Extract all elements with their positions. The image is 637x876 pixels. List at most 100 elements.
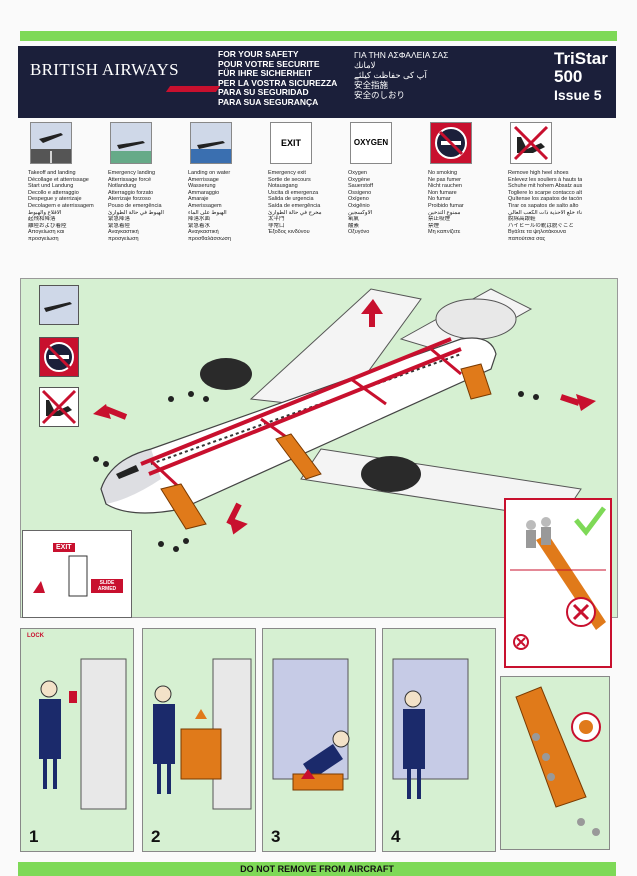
caption-line: Proibido fumar — [428, 202, 464, 209]
safety-line: PER LA VOSTRA SICUREZZA — [218, 77, 338, 88]
slide-raft-instruction — [500, 676, 610, 850]
caption-line: Enlevez les souliers à hauts talons — [508, 176, 582, 183]
caption-line: Emergency landing — [108, 170, 156, 176]
caption-line: الأوكسجين — [348, 209, 373, 216]
water-landing-icon — [190, 122, 232, 164]
oxygen-sign-icon: OXYGEN — [350, 122, 392, 164]
caption-line: Amerrissage — [188, 176, 219, 183]
caption-line: Notlandung — [108, 183, 137, 190]
model-name: TriStar — [554, 49, 608, 68]
high-heel-shoe-icon — [510, 122, 552, 164]
caption-line: Quítense los zapatos de tacón — [508, 196, 582, 203]
caption-line: Amaraje — [188, 196, 209, 203]
caption-line: Atterraggio forzato — [108, 189, 154, 196]
no-smoking-icon — [430, 122, 472, 164]
brand-name: BRITISH AIRWAYS — [30, 60, 179, 79]
exit-door-inset: EXIT SLIDE ARMED — [22, 530, 132, 618]
lock-tag: LOCK — [27, 633, 44, 639]
caption-line: προσγείωση — [28, 235, 59, 242]
caption-line: Απογείωση και — [28, 229, 65, 236]
caption-line: Οξυγόνο — [348, 229, 370, 236]
caption-line: Décollage et atterrissage — [28, 176, 89, 183]
step-3-illustration — [272, 658, 350, 791]
caption-line: Notausgang — [268, 183, 298, 190]
side-no-smoking-icon — [39, 337, 79, 377]
takeoff-icon — [30, 122, 72, 164]
caption-line: Sortie de secours — [268, 176, 311, 183]
caption-line: الهبوط على الماء — [188, 209, 227, 216]
caption-line: 降落水面 — [188, 216, 211, 223]
caption-line: 禁止吸煙 — [428, 216, 451, 223]
caption-line: Oxigênio — [348, 202, 370, 209]
top-green-bar — [20, 31, 617, 41]
caption-line: Pouso de emergência — [108, 202, 162, 209]
translated-line: 安全指施 — [354, 80, 389, 90]
caption-line: Oxygen — [348, 170, 367, 176]
step-2-illustration — [153, 658, 252, 810]
caption-line: Tirar os sapatos de salto alto — [508, 202, 579, 209]
translated-line: لامانك — [354, 60, 376, 70]
caption-line: Βγάλτε τα ψηλοτάκουνα — [508, 229, 566, 236]
caption-line: Μη καπνίζετε — [428, 229, 461, 236]
side-emergency-landing-icon — [39, 285, 79, 325]
translated-line: ΓΙΑ ΤΗΝ ΑΣΦΑΛΕΙΑ ΣΑΣ — [354, 50, 449, 60]
aircraft-model: TriStar 500 Issue 5 — [554, 50, 608, 104]
caption-line: Sauerstoff — [348, 183, 373, 190]
inset-slide-armed-warning: SLIDE ARMED — [91, 579, 123, 593]
slide-raft-illustration — [515, 686, 601, 836]
caption-line: Remove high heel shoes — [508, 170, 569, 176]
step-panel-2: 2 — [142, 628, 256, 852]
caption-line: 禁煙 — [428, 222, 440, 229]
step-panel-3: 3 — [262, 628, 376, 852]
caption-line: 脫除高跟鞋 — [508, 216, 536, 223]
caption-line: 緊急降落 — [108, 216, 131, 223]
caption-line: Ne pas fumer — [428, 176, 462, 183]
speedmarque-logo — [165, 86, 221, 92]
caption-line: Nicht rauchen — [428, 183, 462, 190]
translated-line: آپ کی حفاظت کیلئے — [354, 70, 427, 80]
caption-line: Uscita di emergenza — [268, 189, 319, 196]
step-panel-4: 4 — [382, 628, 496, 852]
caption-line: Wasserung — [188, 183, 216, 190]
caption-line: Αναγκαστική — [108, 229, 139, 236]
side-high-heels-icon — [39, 387, 79, 427]
safety-line: PARA SUA SEGURANÇA — [218, 96, 319, 107]
caption-line: Aterrizaje forzoso — [108, 196, 151, 203]
model-number: 500 — [554, 67, 583, 86]
caption-line: 太平門 — [268, 216, 285, 223]
inset-exit-sign: EXIT — [53, 543, 75, 552]
caption-line: Amerissagem — [188, 202, 222, 209]
safety-line: FÜR IHRE SICHERHEIT — [218, 68, 312, 79]
caption-line: 氧氣 — [348, 216, 360, 223]
caption-line: προσγείωση — [108, 235, 139, 242]
caption-line: Landing on water — [188, 170, 231, 176]
caption-line: Αναγκαστική — [188, 229, 219, 236]
caption-line: Decolagem e aterrissagem — [28, 202, 94, 209]
slide-jump-illustration — [510, 506, 606, 650]
slide-jump-instruction — [504, 498, 612, 668]
caption-line: προσθαλάσσωση — [188, 235, 231, 242]
caption-line: 非常口 — [268, 222, 285, 229]
caption-line: Ossigeno — [348, 189, 372, 196]
safety-line: POUR VOTRE SECURITE — [218, 58, 320, 69]
caption-line: 酸素 — [348, 222, 360, 229]
caption-line: 起飛和降落 — [28, 216, 56, 223]
caption-line: ممنوع التدخين — [428, 209, 461, 216]
step-number: 4 — [391, 827, 401, 846]
caption-line: Oxígeno — [348, 196, 369, 203]
emergency-landing-icon — [110, 122, 152, 164]
header: BRITISH AIRWAYS FOR YOUR SAFETY POUR VOT… — [18, 46, 616, 118]
caption-line: Non fumare — [428, 189, 457, 196]
caption-line: Togliere lo scarpe contacco alto — [508, 189, 582, 196]
step-panel-1: LOCK 1 — [20, 628, 134, 852]
caption-line: No smoking — [428, 170, 458, 176]
